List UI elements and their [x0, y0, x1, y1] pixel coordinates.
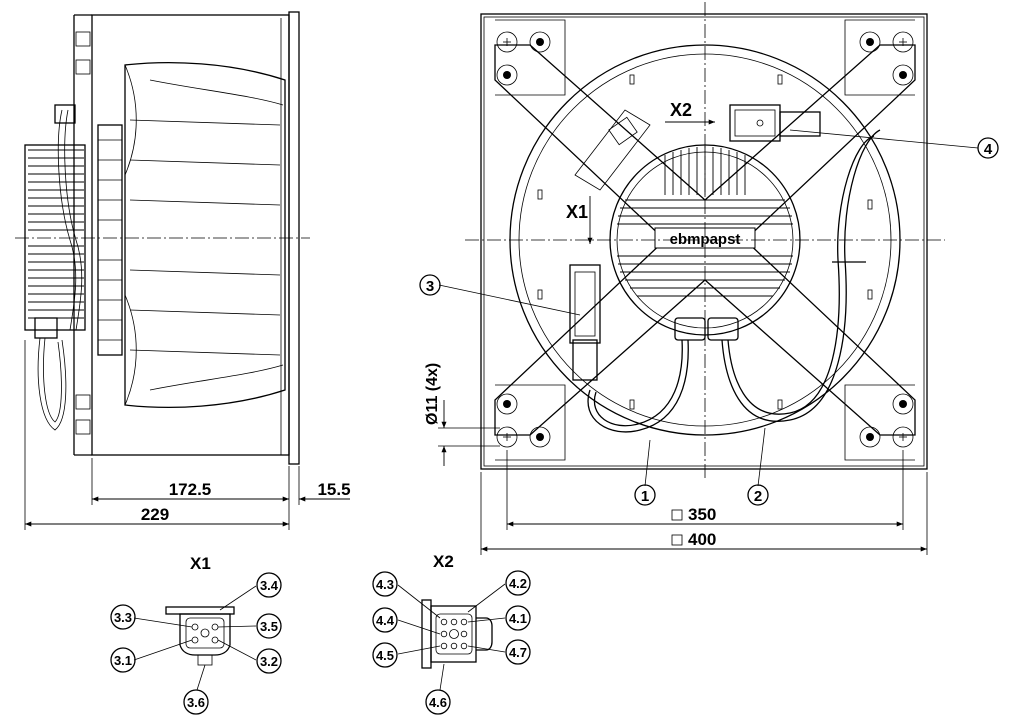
front-view: ebmpapst [465, 2, 945, 478]
x2-detail-title: X2 [433, 552, 454, 571]
connector-markers: X1 X2 [566, 100, 715, 244]
x1-pin-3-4: 3.4 [260, 578, 279, 593]
x1-pin-3-1: 3.1 [114, 653, 132, 668]
callout-4: 4 [984, 141, 993, 158]
x1-pin-3-5: 3.5 [260, 619, 278, 634]
front-dimensions: 350 400 Ø11 (4x) [424, 363, 928, 555]
x2-pin-4-7: 4.7 [509, 645, 527, 660]
dim-hole: Ø11 (4x) [424, 363, 441, 425]
callout-1: 1 [641, 488, 649, 505]
dim-350: 350 [688, 505, 716, 524]
x2-pin-4-4: 4.4 [376, 613, 395, 628]
x1-detail: X1 3.3 3.1 3.4 3.5 3.2 3.6 [110, 554, 282, 715]
side-view [15, 11, 310, 465]
dim-400: 400 [688, 530, 716, 549]
x2-pin-4-5: 4.5 [376, 648, 394, 663]
dim-229: 229 [141, 505, 169, 524]
x1-detail-title: X1 [190, 554, 211, 573]
x2-detail: X2 4.3 4.4 4.5 4.2 4.1 4.7 4.6 [372, 552, 531, 715]
dim-172-5: 172.5 [169, 480, 212, 499]
x2-pin-4-6: 4.6 [429, 695, 447, 710]
x1-label: X1 [566, 202, 588, 222]
x1-pin-3-3: 3.3 [114, 610, 132, 625]
dim-15-5: 15.5 [317, 480, 350, 499]
x1-pin-3-2: 3.2 [260, 654, 278, 669]
x1-pin-3-6: 3.6 [187, 695, 205, 710]
side-dimensions: 172.5 15.5 229 [24, 340, 351, 530]
x2-pin-4-2: 4.2 [509, 576, 527, 591]
x2-label: X2 [670, 100, 692, 120]
x2-pin-4-1: 4.1 [509, 611, 527, 626]
x2-pin-4-3: 4.3 [376, 577, 394, 592]
callout-3: 3 [426, 278, 434, 295]
callout-2: 2 [754, 488, 762, 505]
callouts: 1 2 3 4 [419, 129, 999, 506]
